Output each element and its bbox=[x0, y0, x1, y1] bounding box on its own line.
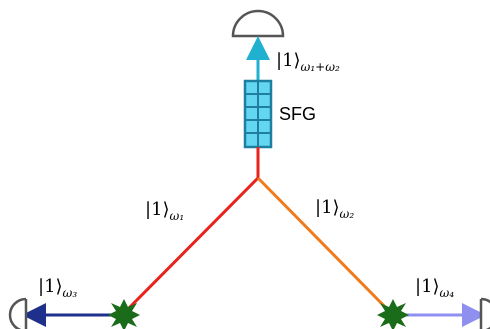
sfg-crystal bbox=[243, 79, 273, 149]
ket-omega3: |1⟩ bbox=[38, 276, 63, 297]
label-omega3: |1⟩ω₃ bbox=[38, 276, 77, 300]
left-detector bbox=[8, 297, 27, 329]
beam-omega2 bbox=[256, 176, 395, 317]
source-star-right bbox=[377, 299, 409, 329]
label-omega-sum: |1⟩ω₁+ω₂ bbox=[276, 50, 340, 74]
label-omega1: |1⟩ω₁ bbox=[145, 199, 184, 223]
subscript-omega1: ω₁ bbox=[170, 209, 185, 223]
top-detector bbox=[231, 9, 285, 38]
subscript-omega-sum: ω₁+ω₂ bbox=[301, 60, 340, 74]
subscript-omega3: ω₃ bbox=[63, 286, 78, 300]
ket-omega2: |1⟩ bbox=[315, 197, 340, 218]
ket-sum: |1⟩ bbox=[276, 50, 301, 71]
ket-omega1: |1⟩ bbox=[145, 199, 170, 220]
label-omega4: |1⟩ω₄ bbox=[415, 276, 454, 300]
subscript-omega2: ω₂ bbox=[340, 207, 355, 221]
subscript-omega4: ω₄ bbox=[440, 286, 455, 300]
label-omega2: |1⟩ω₂ bbox=[315, 197, 354, 221]
sfg-label: SFG bbox=[279, 104, 316, 124]
beam-omega1 bbox=[122, 176, 260, 315]
source-star-left bbox=[108, 299, 140, 329]
ket-omega4: |1⟩ bbox=[415, 276, 440, 297]
right-detector bbox=[480, 297, 490, 329]
